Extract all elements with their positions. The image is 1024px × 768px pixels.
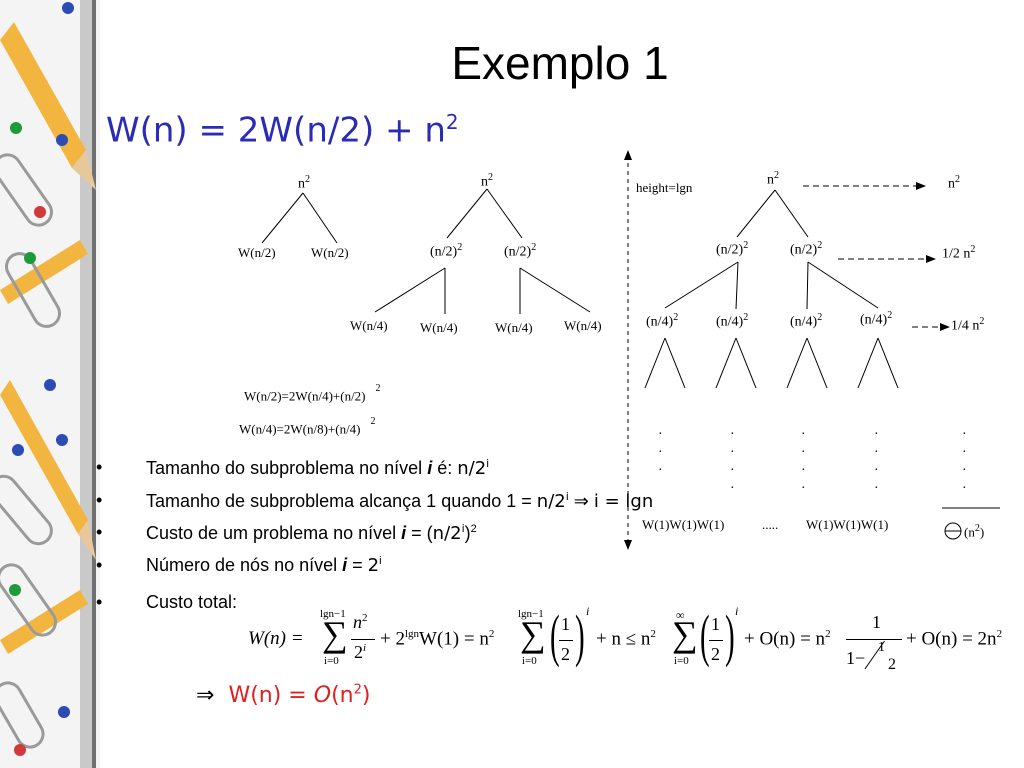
tree3-root: n2: [767, 170, 779, 188]
tree1-right: W(n/2): [311, 245, 349, 260]
tree2-root: n2: [481, 172, 493, 190]
tree3-level1-node: (n/2)2: [716, 240, 749, 258]
tree2-leaf: W(n/4): [495, 320, 533, 335]
height-label: height=lgn: [636, 180, 693, 195]
tree3-total: (n2): [964, 523, 985, 540]
tree2-mid-right: (n/2)2: [504, 242, 537, 260]
pencil-icon: [0, 590, 88, 654]
level-cost-2: 1/4 n2: [951, 316, 985, 334]
tree2-leaf: W(n/4): [350, 318, 388, 333]
tree2-leaf: W(n/4): [564, 318, 602, 333]
tree3-level1-node: (n/2)2: [790, 240, 823, 258]
pencil-icon: [0, 240, 88, 304]
paperclip-icon: [0, 153, 61, 749]
conclusion: ⇒W(n) = O(n2): [196, 682, 371, 708]
pencil-icon: [0, 380, 96, 560]
recurrence-heading: W(n) = 2W(n/2) + n2: [106, 110, 459, 151]
tree2-leaf: W(n/4): [420, 320, 458, 335]
slide-title: Exemplo 1: [451, 37, 669, 89]
pencil-icon: [0, 22, 96, 190]
level-cost-1: 1/2 n2: [942, 244, 976, 262]
tree2-mid-left: (n/2)2: [430, 242, 463, 260]
decorative-border: [0, 0, 100, 768]
tree3-level2-node: (n/4)2: [860, 310, 893, 328]
tree1-left: W(n/2): [238, 245, 276, 260]
tree3-level2-node: (n/4)2: [646, 312, 679, 330]
tree3-level2-node: (n/4)2: [716, 312, 749, 330]
equation-w-n-2: W(n/2)=2W(n/4)+(n/2)2: [244, 383, 381, 404]
tree3-level2-node: (n/4)2: [790, 312, 823, 330]
equation-w-n-4: W(n/4)=2W(n/8)+(n/4)2: [239, 416, 376, 437]
tree3-bottom-right: W(1)W(1)W(1): [806, 517, 889, 532]
level-cost-0: n2: [948, 174, 960, 192]
tree3-bottom-left: W(1)W(1)W(1): [642, 517, 725, 532]
pushpin-icon: [9, 2, 74, 756]
tree1-root: n2: [298, 174, 310, 192]
tree3-ellipsis: .....: [762, 517, 779, 532]
